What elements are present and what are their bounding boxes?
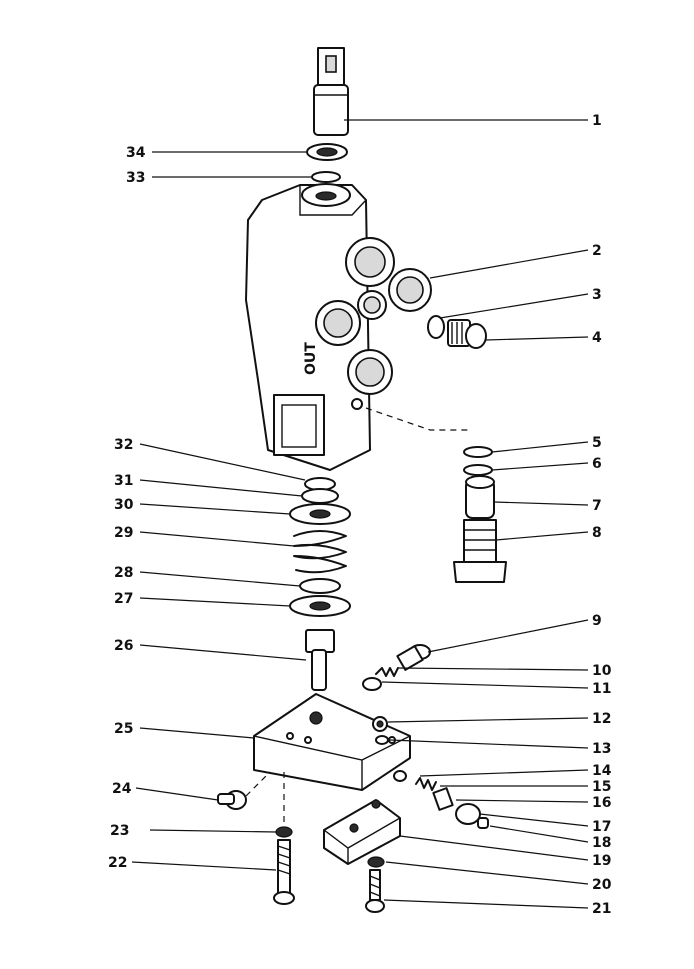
part-2-valve-body: OUT [245,183,432,471]
callout-18: 18 [592,835,611,851]
callout-9: 9 [592,613,602,629]
part-9-fitting [396,644,431,671]
callout-16: 16 [592,795,611,811]
part-6-o-ring [463,464,493,476]
callout-11: 11 [592,681,611,697]
part-31-washer [301,488,339,504]
part-1-spool [313,47,349,136]
part-4-plug [447,319,487,349]
part-29-spring [293,530,347,574]
callout-22: 22 [108,855,127,871]
callout-13: 13 [592,741,611,757]
leader-lines [131,119,589,909]
callout-8: 8 [592,525,602,541]
callout-2: 2 [592,243,602,259]
callout-14: 14 [592,763,612,779]
callout-30: 30 [114,497,134,513]
callouts-right: 1 2 3 4 5 6 7 8 9 10 11 12 13 14 15 16 1… [592,113,612,917]
callout-21: 21 [592,901,611,917]
part-10-spring [375,667,399,677]
part-7-poppet [465,475,495,519]
callout-23: 23 [110,823,129,839]
callout-10: 10 [592,663,612,679]
callout-26: 26 [114,638,133,654]
callout-15: 15 [592,779,611,795]
part-34-wiper [306,143,348,161]
callout-32: 32 [114,437,133,453]
part-11-ball [362,677,382,691]
part-23-washer [275,826,293,838]
part-13-o-ring [375,735,389,745]
part-18-pin [477,817,489,829]
callout-19: 19 [592,853,611,869]
callout-28: 28 [114,565,133,581]
callout-5: 5 [592,435,602,451]
callout-20: 20 [592,877,612,893]
callout-4: 4 [592,330,602,346]
callout-25: 25 [114,721,133,737]
part-5-o-ring [463,446,493,458]
part-22-screw [273,839,295,905]
callout-17: 17 [592,819,611,835]
callout-1: 1 [592,113,602,129]
callout-27: 27 [114,591,133,607]
callout-7: 7 [592,498,602,514]
callout-6: 6 [592,456,602,472]
callout-31: 31 [114,473,133,489]
callout-34: 34 [126,145,146,161]
part-30-spring-seat [289,503,351,525]
part-28-washer [299,578,341,594]
part-24-fitting [217,790,247,810]
part-33-o-ring [311,171,341,183]
part-15-spring [415,777,437,791]
part-14-ball [393,770,407,782]
callout-33: 33 [126,170,145,186]
part-3-o-ring [427,315,445,339]
part-26-bolt [305,629,335,691]
part-16-plug [432,787,454,811]
callout-12: 12 [592,711,611,727]
callouts-left: 22 23 24 25 26 27 28 29 30 31 32 33 34 [108,145,146,871]
part-17-cap [455,803,481,825]
part-8-seat [453,519,507,583]
callout-29: 29 [114,525,133,541]
part-21-screw [365,869,385,913]
body-marking: OUT [303,342,319,375]
part-19-block [323,799,401,865]
callout-3: 3 [592,287,602,303]
callout-24: 24 [112,781,132,797]
part-27-spring-seat [289,595,351,617]
part-12-nut [372,716,388,732]
part-25-cover-plate [253,693,411,791]
part-20-washer [367,856,385,868]
